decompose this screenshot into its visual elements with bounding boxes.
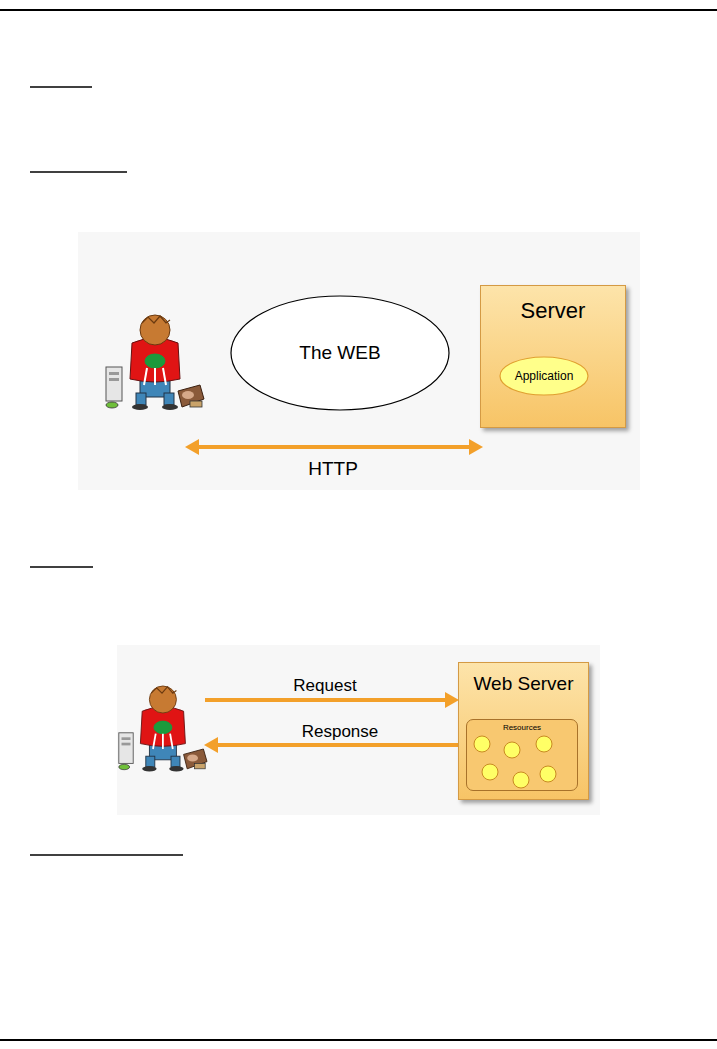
arrow-head	[445, 692, 459, 708]
arrow-label: Response	[302, 722, 379, 742]
web-server-box: Web ServerResources	[458, 662, 589, 800]
node-label: The WEB	[299, 342, 380, 364]
resources-box: Resources	[466, 719, 578, 791]
node-label: Application	[515, 369, 574, 383]
arrow-label: HTTP	[308, 458, 358, 480]
user-figure	[119, 686, 207, 772]
arrow-shaft	[196, 445, 472, 449]
resource-circle	[540, 766, 556, 782]
application-ellipse: Application	[499, 356, 589, 396]
arrow-label: Request	[293, 676, 356, 696]
node-label: Web Server	[459, 673, 588, 695]
cloud-ellipse: The WEB	[230, 295, 450, 411]
page-rule	[0, 1039, 717, 1041]
arrow-shaft	[205, 698, 446, 702]
arrow-shaft	[217, 743, 462, 747]
figure-panel	[78, 232, 640, 490]
user-figure	[106, 315, 204, 410]
page-rule	[0, 9, 717, 11]
arrow-head	[204, 737, 218, 753]
heading-underline	[30, 171, 127, 173]
arrow-head	[185, 439, 199, 455]
arrow-group	[185, 439, 483, 753]
resource-circle	[482, 764, 498, 780]
server-box: ServerApplication	[480, 285, 626, 428]
heading-underline	[30, 86, 92, 88]
resource-circle	[474, 736, 490, 752]
node-label: Server	[481, 298, 625, 324]
figure-panel	[117, 645, 600, 815]
arrow-head	[469, 439, 483, 455]
heading-underline	[30, 566, 93, 568]
resource-circle	[536, 736, 552, 752]
resource-circle	[504, 742, 520, 758]
resource-circle	[513, 772, 529, 788]
heading-underline	[30, 854, 183, 856]
node-label: Resources	[467, 723, 577, 732]
